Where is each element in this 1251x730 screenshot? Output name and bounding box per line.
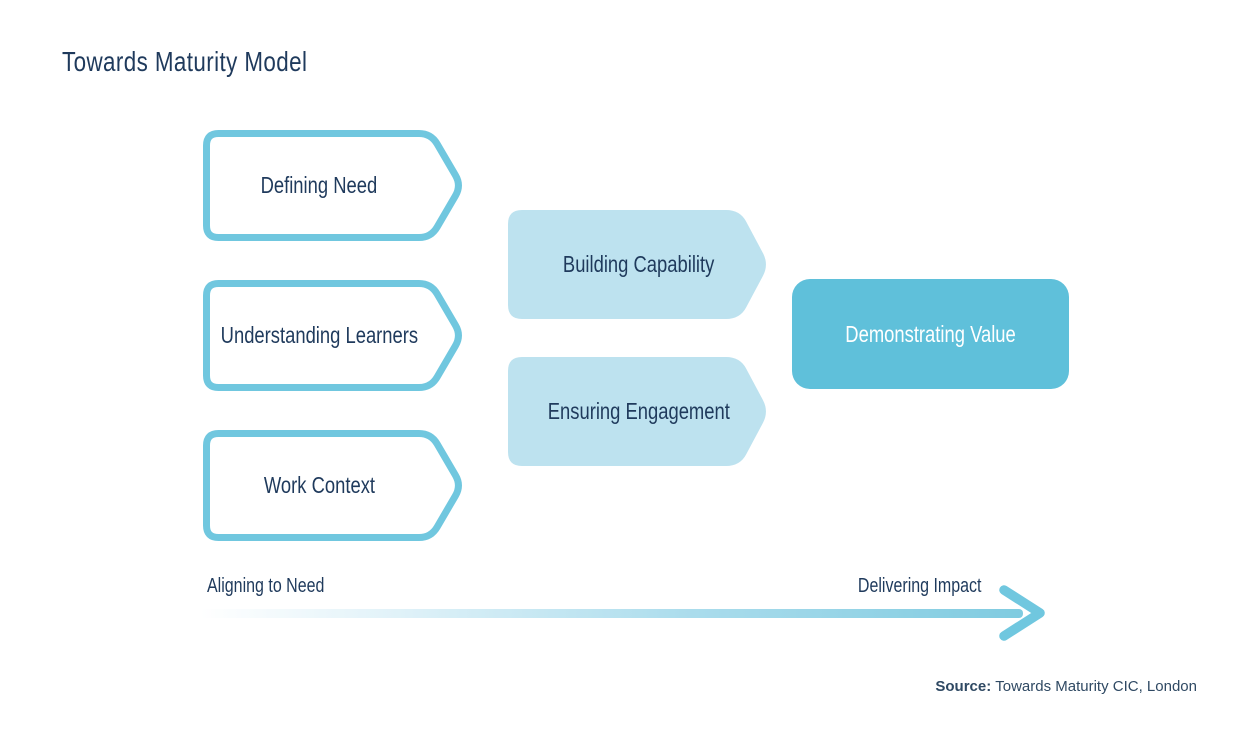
stage-work-context: Work Context — [203, 430, 465, 541]
stage-label: Demonstrating Value — [845, 320, 1016, 347]
stage-label: Ensuring Engagement — [547, 398, 730, 424]
stage-label: Work Context — [263, 472, 375, 498]
outlined-arrow-shape — [203, 430, 462, 541]
outlined-arrow-shape — [203, 280, 462, 391]
stage-defining-need: Defining Need — [203, 130, 465, 241]
stage-label: Understanding Learners — [220, 322, 418, 348]
stage-label: Defining Need — [260, 172, 378, 198]
stage-demonstrating-value: Demonstrating Value — [792, 279, 1069, 389]
filled-arrow-shape — [508, 210, 766, 319]
axis-label-delivering-impact: Delivering Impact — [858, 575, 982, 597]
page-title: Towards Maturity Model — [62, 46, 308, 77]
stage-building-capability: Building Capability — [508, 210, 769, 319]
source-text: Towards Maturity CIC, London — [995, 678, 1197, 695]
axis-label-aligning-to-need: Aligning to Need — [207, 575, 325, 597]
filled-arrow-shape — [508, 357, 766, 466]
source-prefix: Source: — [935, 678, 992, 695]
outlined-arrow-shape — [203, 130, 462, 241]
stage-label: Building Capability — [562, 251, 715, 277]
maturity-axis-line — [200, 609, 1023, 618]
stage-understanding-learners: Understanding Learners — [203, 280, 465, 391]
source-note: Source:Towards Maturity CIC, London — [935, 678, 1197, 695]
arrow-right-icon — [999, 585, 1045, 641]
stage-ensuring-engagement: Ensuring Engagement — [508, 357, 769, 466]
